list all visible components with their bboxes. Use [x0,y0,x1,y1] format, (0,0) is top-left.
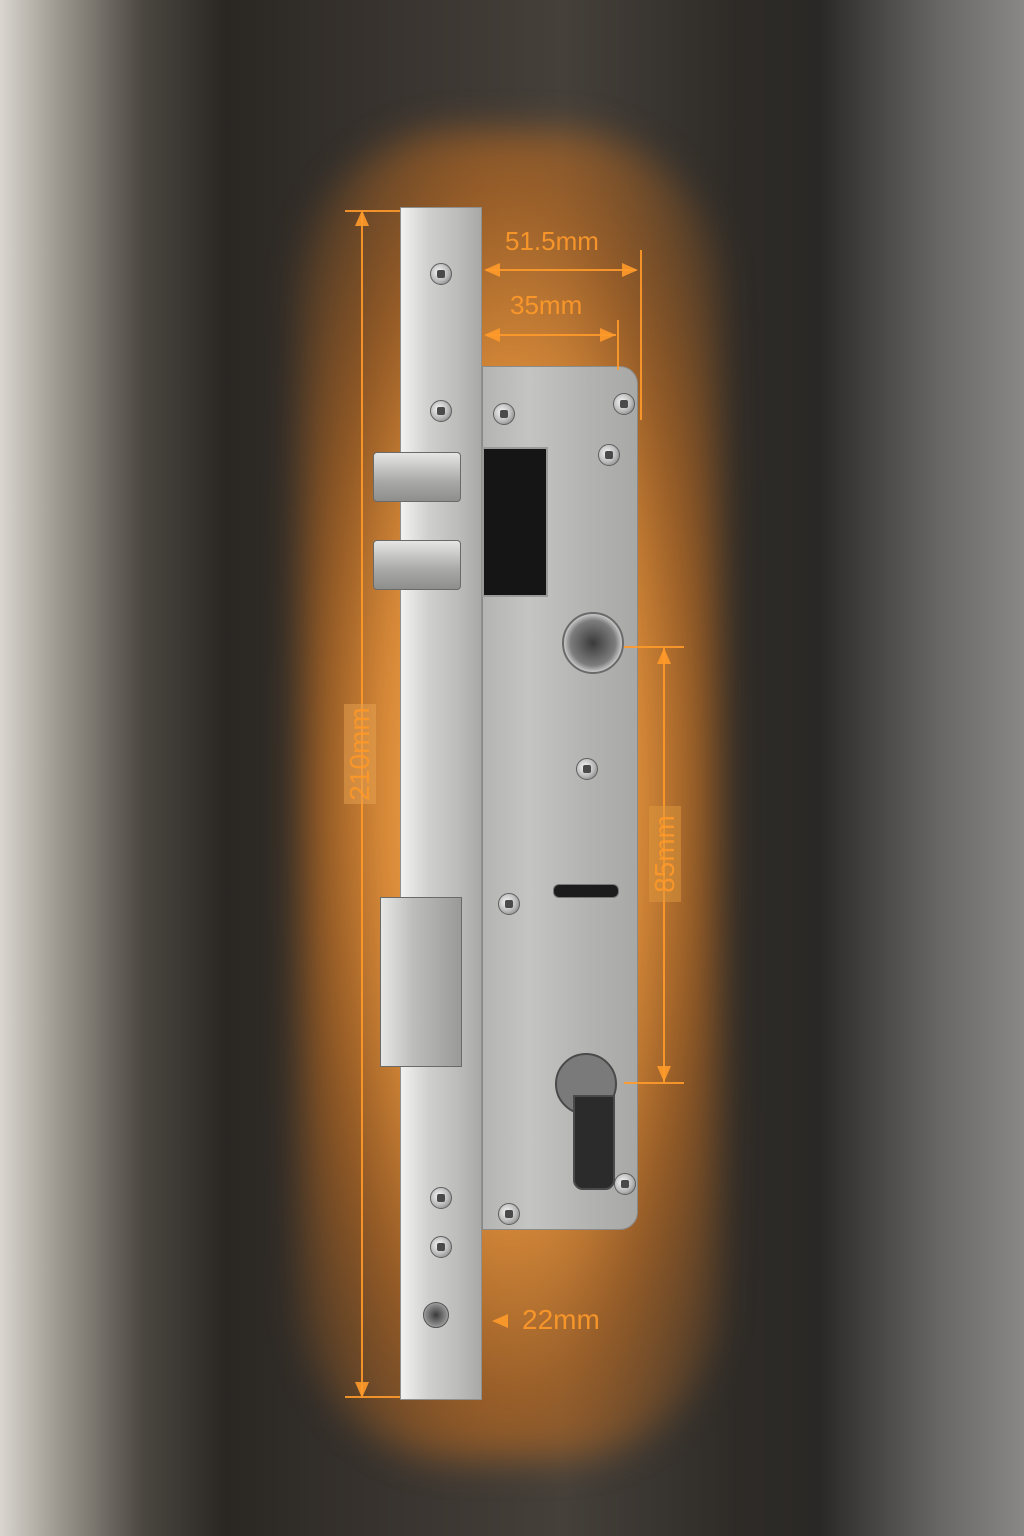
cylinder-cutout-lower [573,1095,615,1190]
height-label: 210mm [344,704,376,804]
height-dimension-line [361,213,363,1396]
arrow-right-icon [600,328,616,342]
arrow-down-icon [355,1382,369,1398]
case-screw-icon [498,893,520,915]
depth-label: 51.5mm [505,226,599,256]
backset-dimension-line [486,334,616,336]
height-ext-line-top [345,210,400,212]
backset-ext-line [617,320,619,370]
center-ext-line-bottom [624,1082,684,1084]
arrow-left-icon [484,263,500,277]
faceplate-hole [423,1302,449,1328]
arrow-down-icon [657,1066,671,1082]
case-screw-icon [613,393,635,415]
faceplate-screw-icon [430,1236,452,1258]
arrow-up-icon [355,210,369,226]
case-screw-icon [498,1203,520,1225]
case-screw-icon [614,1173,636,1195]
latch-bolt-upper [373,452,461,502]
case-screw-icon [576,758,598,780]
arrow-left-icon [484,328,500,342]
faceplate-width-label: 22mm [522,1304,600,1335]
faceplate-screw-icon [430,400,452,422]
lock-faceplate [400,207,482,1400]
latch-bolt-lower [373,540,461,590]
case-screw-icon [493,403,515,425]
faceplate-screw-icon [430,1187,452,1209]
depth-dimension-line [486,269,636,271]
mechanism-window [482,447,548,597]
arrow-right-icon [622,263,638,277]
arrow-left-icon [492,1314,508,1328]
case-slot [553,884,619,898]
center-distance-label: 85mm [649,806,681,902]
depth-ext-line [640,250,642,420]
deadbolt [380,897,462,1067]
faceplate-screw-icon [430,263,452,285]
case-screw-icon [598,444,620,466]
backset-label: 35mm [510,290,583,320]
height-ext-line-bottom [345,1396,400,1398]
handle-spindle-hole [562,612,624,674]
arrow-up-icon [657,648,671,664]
center-ext-line-top [624,646,684,648]
